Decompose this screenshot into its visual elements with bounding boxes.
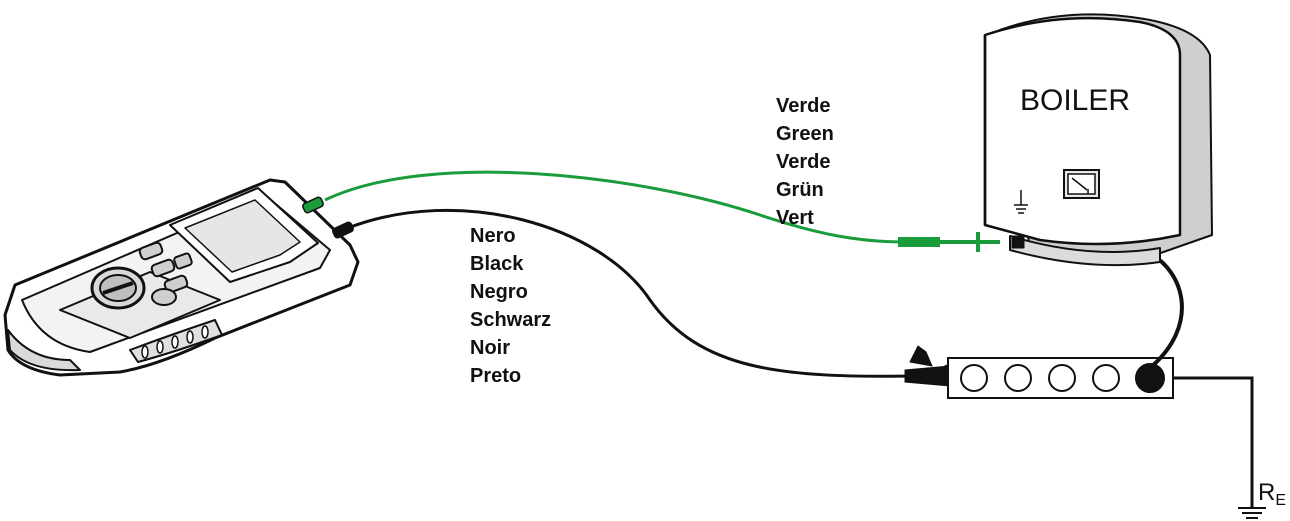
black-label: Preto [470,365,521,387]
green-label: Green [776,123,834,145]
green-label: Grün [776,179,824,201]
green-probe-icon [898,232,1000,252]
green-label: Verde [776,151,830,173]
black-lead-wire [347,208,916,378]
green-label: Verde [776,95,830,117]
black-label: Negro [470,281,528,303]
earth-wire [1173,376,1254,508]
green-lead-labels: Verde Green Verde Grün Vert [776,95,834,229]
black-lead-labels: Nero Black Negro Schwarz Noir Preto [470,225,551,387]
black-label: Nero [470,225,516,247]
black-label: Schwarz [470,309,551,331]
black-label: Noir [470,337,510,359]
earth-resistance-label: RE [1258,479,1286,509]
black-label: Black [470,253,524,275]
boiler-ground-symbol-icon [1014,190,1028,214]
meter-icon [1063,169,1100,199]
ground-symbol-icon [1238,507,1266,519]
terminal-bar-icon [947,357,1174,399]
re-subscript: E [1275,492,1286,509]
boiler-ground-wire [1147,250,1184,370]
green-lead-wire [324,170,906,244]
boiler-title: BOILER [1020,84,1130,117]
green-label: Vert [776,207,814,229]
boiler-icon [983,13,1213,267]
tester-device-icon [3,178,360,377]
re-symbol: R [1258,479,1275,506]
